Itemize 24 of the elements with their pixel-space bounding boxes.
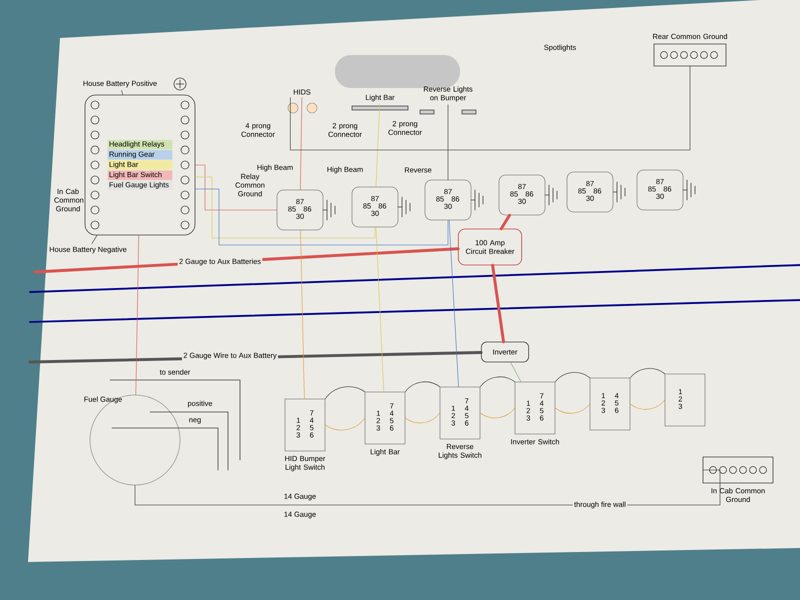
wire bbox=[555, 404, 590, 414]
wire bbox=[325, 418, 365, 430]
wire bbox=[300, 230, 305, 399]
wire bbox=[510, 362, 522, 382]
wire bbox=[134, 470, 720, 506]
wire bbox=[195, 164, 277, 210]
wire bbox=[376, 227, 384, 392]
wire bbox=[92, 235, 98, 244]
wire bbox=[500, 214, 511, 230]
wire bbox=[480, 408, 515, 418]
wire bbox=[405, 412, 440, 424]
wire bbox=[630, 400, 665, 410]
wire bbox=[448, 220, 459, 387]
wire bbox=[136, 235, 139, 396]
wire bbox=[555, 372, 590, 382]
wire bbox=[491, 264, 505, 344]
wire bbox=[376, 104, 380, 187]
wire bbox=[480, 376, 515, 387]
wire bbox=[290, 66, 690, 150]
wire bbox=[405, 382, 440, 392]
wire bbox=[121, 90, 123, 95]
wire bbox=[630, 368, 665, 378]
wire bbox=[300, 97, 302, 190]
wire bbox=[325, 386, 365, 399]
